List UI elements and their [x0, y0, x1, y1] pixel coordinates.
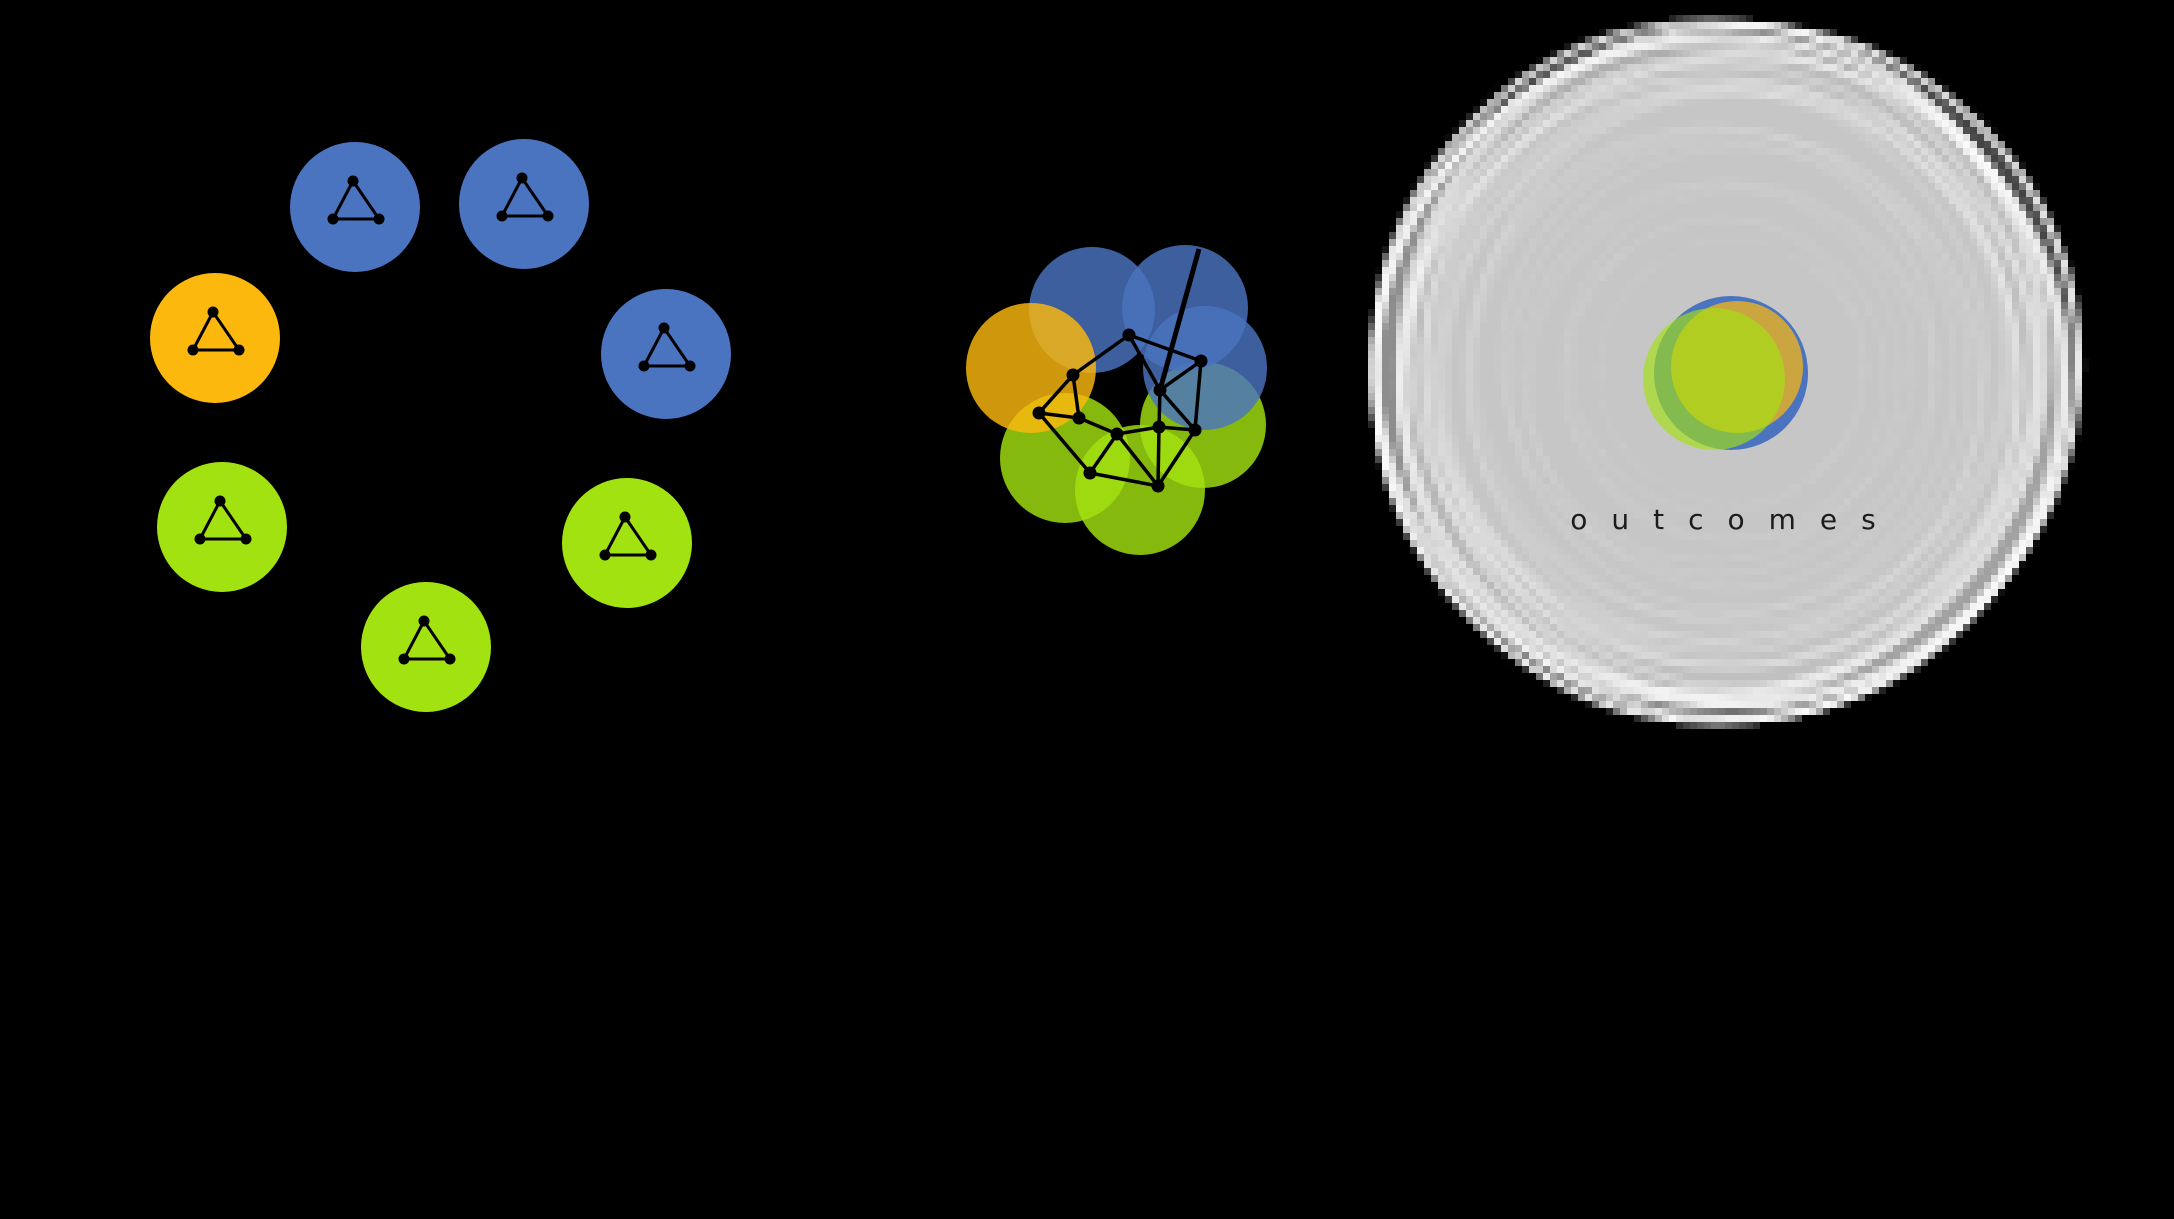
ensemble-circle: [157, 462, 287, 592]
ensemble-circle: [150, 273, 280, 403]
triangle-node: [599, 549, 611, 561]
network-node: [1188, 423, 1202, 437]
triangle-edge: [500, 177, 524, 217]
ensemble-circle: [601, 289, 731, 419]
outcome-circle-green: [1643, 308, 1785, 450]
triangle-edge: [520, 177, 550, 217]
triangle-edge: [623, 516, 653, 556]
ensemble-network-6: [562, 478, 692, 608]
network-node: [1151, 479, 1165, 493]
triangle-edge: [603, 516, 627, 556]
triangle-edge: [351, 180, 381, 220]
triangle-node: [398, 653, 410, 665]
network-edge: [1037, 411, 1092, 475]
triangle-node: [194, 533, 206, 545]
network-edge: [1089, 471, 1159, 488]
ensemble-network-4: [601, 289, 731, 419]
network-node: [1122, 328, 1136, 342]
triangle-node: [214, 495, 226, 507]
network-edge: [1127, 334, 1162, 391]
network-node: [1110, 427, 1124, 441]
network-node: [1072, 411, 1086, 425]
triangle-edge: [331, 180, 355, 220]
triangle-node: [187, 344, 199, 356]
ensemble-circle: [459, 139, 589, 269]
triangle-edge: [211, 311, 241, 351]
triangle-node: [645, 549, 657, 561]
network-edge: [1038, 411, 1080, 420]
triangle-node: [542, 210, 554, 222]
network-edge: [1193, 360, 1203, 431]
triangle-node: [207, 306, 219, 318]
triangle-node: [327, 213, 339, 225]
cluster-circle-blue-6: [1143, 306, 1267, 430]
triangle-node: [516, 172, 528, 184]
ensemble-network-2: [459, 139, 589, 269]
network-node: [1032, 406, 1046, 420]
network-node: [1083, 466, 1097, 480]
triangle-edge: [402, 620, 426, 660]
network-edge: [1078, 416, 1118, 436]
ensemble-network-1: [290, 142, 420, 272]
ensemble-circle: [361, 582, 491, 712]
triangle-node: [658, 322, 670, 334]
ensemble-network-7: [361, 582, 491, 712]
triangle-node: [233, 344, 245, 356]
ensemble-network-5: [157, 462, 287, 592]
network-edge: [1158, 359, 1203, 392]
network-edge: [1088, 433, 1119, 474]
triangle-node: [373, 213, 385, 225]
network-edge: [1158, 388, 1197, 432]
network-edge: [1128, 333, 1202, 363]
network-node: [1194, 354, 1208, 368]
network-edge: [1116, 425, 1160, 436]
triangle-node: [638, 360, 650, 372]
triangle-node: [619, 511, 631, 523]
ensemble-circle: [562, 478, 692, 608]
triangle-node: [496, 210, 508, 222]
network-node: [1153, 383, 1167, 397]
triangle-edge: [191, 311, 215, 351]
network-node: [1152, 420, 1166, 434]
network-edge: [1156, 426, 1161, 487]
triangle-node: [418, 615, 430, 627]
outcomes-label: outcomes: [1570, 503, 1900, 536]
cluster-circle-orange-7: [966, 303, 1096, 433]
triangle-edge: [642, 327, 666, 367]
triangle-node: [684, 360, 696, 372]
network-edge: [1156, 429, 1197, 487]
network-edge: [1115, 432, 1160, 488]
triangle-node: [240, 533, 252, 545]
ensemble-network-3: [150, 273, 280, 403]
triangle-edge: [662, 327, 692, 367]
triangle-node: [347, 175, 359, 187]
network-edge: [1071, 374, 1081, 419]
network-edge: [1071, 333, 1131, 377]
network-edge: [1037, 373, 1075, 415]
network-node: [1066, 368, 1080, 382]
triangle-edge: [422, 620, 452, 660]
network-long-edge: [1157, 248, 1202, 391]
triangle-node: [444, 653, 456, 665]
triangle-edge: [218, 500, 248, 540]
ensemble-circle: [290, 142, 420, 272]
triangle-edge: [198, 500, 222, 540]
merged-network: [1032, 248, 1208, 493]
